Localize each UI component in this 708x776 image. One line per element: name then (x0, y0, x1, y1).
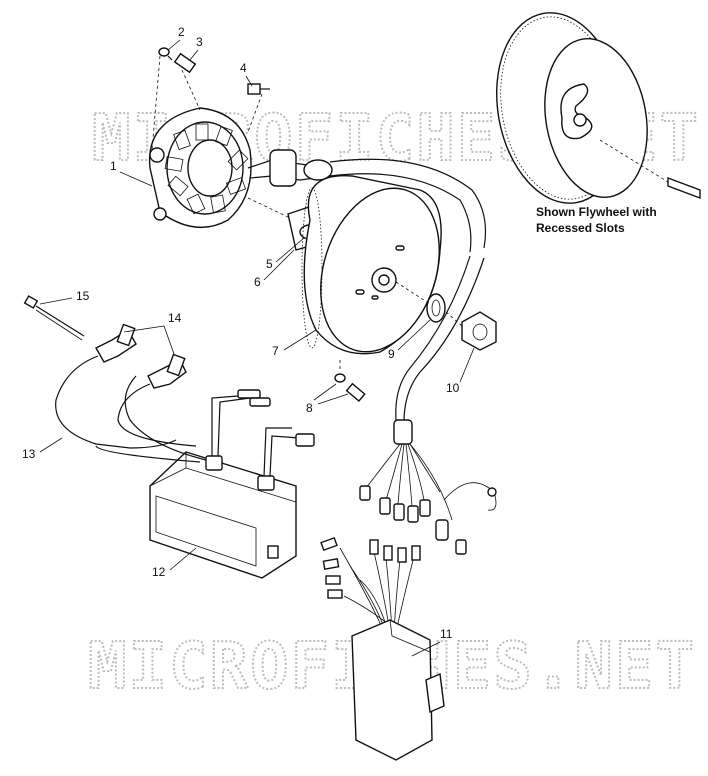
note-line-1: Shown Flywheel with (536, 205, 657, 219)
svg-text:15: 15 (76, 289, 90, 303)
callout-14: 14 (123, 311, 182, 355)
callout-7: 7 (272, 329, 317, 358)
callout-4: 4 (240, 61, 253, 87)
flywheel-nut (461, 311, 497, 351)
callout-15: 15 (39, 289, 90, 305)
trigger-bolt (334, 360, 366, 402)
stator-screw (247, 83, 270, 95)
mounting-bolt (23, 295, 85, 341)
stator-assembly (148, 107, 487, 253)
svg-text:3: 3 (196, 35, 203, 49)
callout-6: 6 (254, 249, 295, 289)
svg-text:1: 1 (110, 159, 117, 173)
svg-text:7: 7 (272, 344, 279, 358)
ignition-leads (55, 355, 197, 449)
callout-8: 8 (306, 383, 349, 415)
callout-3: 3 (189, 35, 203, 61)
callout-1: 1 (110, 159, 153, 187)
callout-13: 13 (22, 437, 63, 461)
callout-11: 11 (411, 627, 453, 657)
cdi-module (149, 451, 297, 579)
cdi-wires (95, 375, 315, 477)
callout-10: 10 (446, 347, 475, 395)
spark-plug-caps (95, 323, 187, 389)
note-line-2: Recessed Slots (536, 221, 625, 235)
svg-text:8: 8 (306, 401, 313, 415)
svg-text:4: 4 (240, 61, 247, 75)
svg-text:9: 9 (388, 347, 395, 361)
svg-text:6: 6 (254, 275, 261, 289)
alternate-flywheel-recessed-slots (496, 12, 701, 204)
svg-text:13: 13 (22, 447, 36, 461)
svg-text:12: 12 (152, 565, 166, 579)
callout-2: 2 (167, 25, 185, 51)
svg-text:10: 10 (446, 381, 460, 395)
callout-9: 9 (388, 319, 431, 361)
stator-harness (359, 255, 497, 555)
svg-text:5: 5 (266, 257, 273, 271)
voltage-regulator (320, 536, 445, 761)
svg-text:2: 2 (178, 25, 185, 39)
washer (426, 293, 446, 323)
svg-text:14: 14 (168, 311, 182, 325)
callout-5: 5 (266, 237, 305, 271)
callout-12: 12 (152, 547, 197, 579)
svg-text:11: 11 (440, 627, 453, 641)
flywheel (301, 175, 442, 355)
screw-and-washer (158, 47, 197, 74)
